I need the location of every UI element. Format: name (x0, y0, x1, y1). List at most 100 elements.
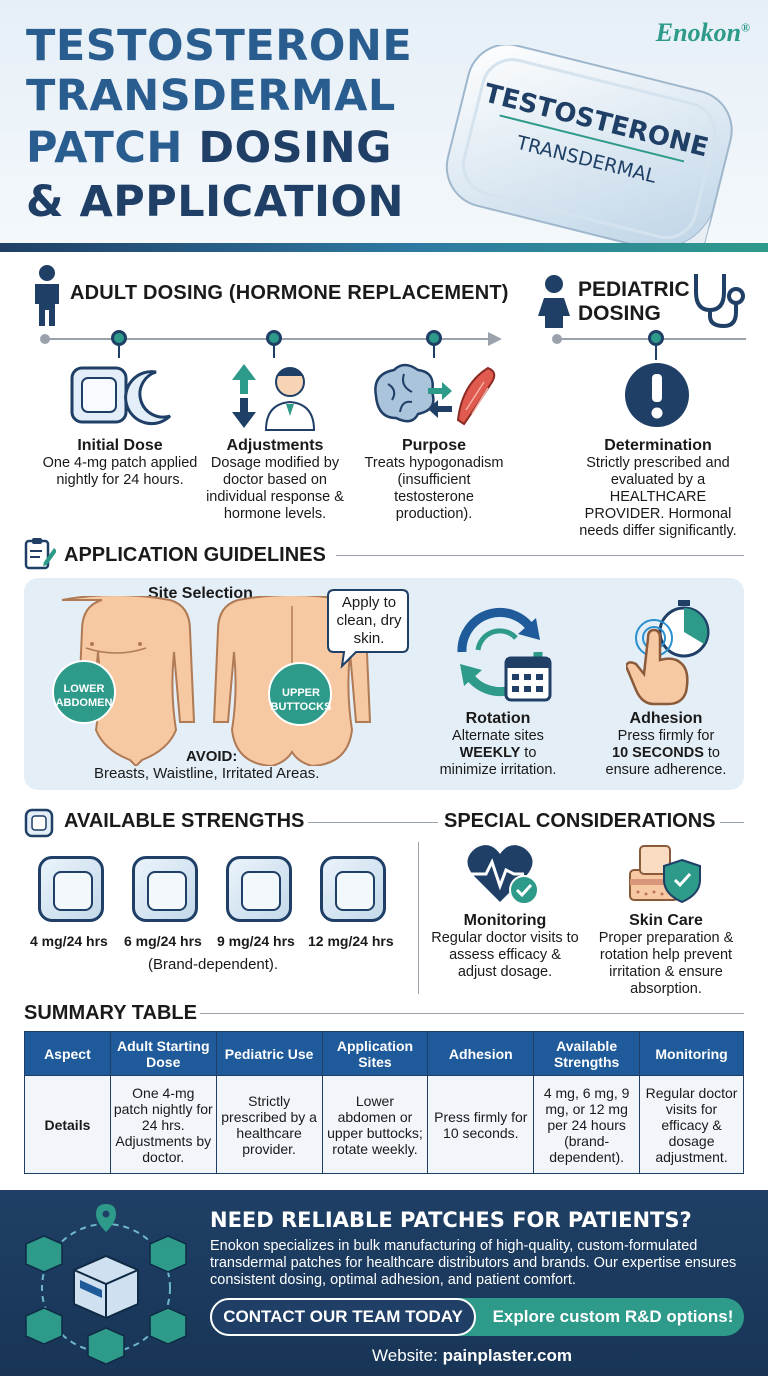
strength-9mg: 9 mg/24 hrs (217, 933, 295, 949)
strengths-note: (Brand-dependent). (148, 956, 279, 973)
special-divider-left (420, 822, 438, 823)
strength-12mg: 12 mg/24 hrs (308, 933, 394, 949)
patch-small-icon (24, 808, 54, 838)
website-link[interactable]: painplaster.com (442, 1346, 572, 1365)
timeline-stem-2 (273, 346, 275, 358)
doctor-adjust-icon (232, 364, 316, 431)
timeline-arrow-icon (488, 332, 502, 346)
column-divider (418, 842, 419, 994)
brain-muscle-icon (374, 363, 496, 426)
website-line: Website: painplaster.com (372, 1346, 572, 1366)
table-cell: One 4-mg patch nightly for 24 hrs. Adjus… (109, 1075, 217, 1174)
determination-title: Determination (604, 437, 712, 454)
table-header-cell: Application Sites (321, 1031, 429, 1076)
timeline-start-dot (40, 334, 50, 344)
timeline-node-2 (266, 330, 282, 346)
timeline-node-3 (426, 330, 442, 346)
title-line-4: & APPLICATION (26, 177, 405, 227)
table-header-cell: Monitoring (639, 1031, 744, 1076)
adhesion-title: Adhesion (629, 710, 703, 727)
table-cell: Regular doctor visits for efficacy & dos… (639, 1075, 744, 1174)
exclamation-icon (625, 363, 689, 427)
footer-heading: NEED RELIABLE PATCHES FOR PATIENTS? (210, 1208, 692, 1232)
strengths-heading: AVAILABLE STRENGTHS (64, 810, 305, 832)
adjustments-text: Dosage modified by doctor based on indiv… (206, 455, 344, 522)
table-header-cell: Available Strengths (533, 1031, 641, 1076)
table-header-cell: Pediatric Use (215, 1031, 323, 1076)
website-label: Website: (372, 1346, 443, 1365)
special-divider-right (720, 822, 744, 823)
title-word-patch: PATCH (26, 123, 183, 173)
patch-moon-icon (70, 366, 172, 426)
table-cell: Lower abdomen or upper buttocks; rotate … (321, 1075, 429, 1174)
skin-care-text: Proper preparation & rotation help preve… (598, 930, 734, 997)
pediatric-timeline-start (552, 334, 562, 344)
table-header-cell: Aspect (24, 1031, 111, 1076)
purpose-text: Treats hypogonadism (insufficient testos… (364, 455, 504, 522)
footer-body: Enokon specializes in bulk manufacturing… (210, 1238, 737, 1288)
skin-shield-icon (629, 845, 701, 904)
avoid-label: AVOID: (186, 748, 238, 765)
purpose-title: Purpose (401, 437, 466, 454)
pediatric-node (648, 330, 664, 346)
speech-bubble (327, 589, 409, 669)
front-torso-illustration (52, 596, 196, 766)
special-heading: SPECIAL CONSIDERATIONS (444, 810, 716, 832)
table-header-cell: Adhesion (427, 1031, 535, 1076)
monitoring-text: Regular doctor visits to assess efficacy… (431, 930, 579, 980)
patch-12mg-icon (320, 856, 386, 922)
explore-rd-link[interactable]: Explore custom R&D options! (492, 1307, 734, 1326)
strength-6mg: 6 mg/24 hrs (124, 933, 202, 949)
title-line-1: TESTOSTERONE (26, 21, 413, 71)
strength-4mg: 4 mg/24 hrs (30, 933, 108, 949)
initial-dose-text: One 4-mg patch applied nightly for 24 ho… (42, 455, 198, 488)
patch-4mg-icon (38, 856, 104, 922)
table-cell: 4 mg, 6 mg, 9 mg, or 12 mg per 24 hours … (533, 1075, 641, 1174)
title-word-dosing: DOSING (198, 123, 392, 173)
child-icon (538, 275, 570, 328)
title-line-3: PATCH DOSING (26, 122, 392, 174)
application-heading: APPLICATION GUIDELINES (64, 544, 326, 566)
monitoring-title: Monitoring (463, 912, 547, 929)
table-cell: Details (24, 1075, 111, 1174)
contact-team-button[interactable]: CONTACT OUR TEAM TODAY (210, 1298, 476, 1336)
patch-9mg-icon (226, 856, 292, 922)
timeline-stem-3 (433, 346, 435, 358)
patch-6mg-icon (132, 856, 198, 922)
strengths-divider (308, 822, 420, 823)
adult-person-icon (35, 265, 59, 326)
stethoscope-icon (694, 274, 745, 329)
header-divider-bar (0, 243, 768, 252)
determination-text: Strictly prescribed and evaluated by a H… (579, 455, 737, 539)
timeline-stem-1 (118, 346, 120, 358)
pediatric-stem (655, 346, 657, 360)
avoid-text: Breasts, Waistline, Irritated Areas. (94, 765, 320, 782)
logistics-boxes-icon (25, 1204, 187, 1365)
summary-heading: SUMMARY TABLE (24, 1002, 197, 1024)
site-selection-label: Site Selection (148, 585, 253, 602)
table-cell: Press firmly for 10 seconds. (427, 1075, 535, 1174)
title-line-2: TRANSDERMAL (26, 71, 396, 121)
table-header-cell: Adult Starting Dose (109, 1031, 217, 1076)
heart-monitor-icon (467, 845, 539, 905)
table-cell: Strictly prescribed by a healthcare prov… (215, 1075, 323, 1174)
summary-divider (200, 1013, 744, 1014)
initial-dose-title: Initial Dose (77, 437, 163, 454)
application-divider (336, 555, 744, 556)
clipboard-pen-icon (24, 538, 56, 570)
table-row: Details One 4-mg patch nightly for 24 hr… (24, 1075, 744, 1174)
adult-dosing-heading: ADULT DOSING (HORMONE REPLACEMENT) (70, 282, 509, 304)
summary-table: Aspect Adult Starting Dose Pediatric Use… (24, 1031, 744, 1174)
brand-logo: Enokon® (655, 18, 750, 47)
skin-care-title: Skin Care (629, 912, 703, 929)
rotation-title: Rotation (465, 710, 531, 727)
speech-bubble-text: Apply to clean, dry skin. (336, 594, 402, 647)
